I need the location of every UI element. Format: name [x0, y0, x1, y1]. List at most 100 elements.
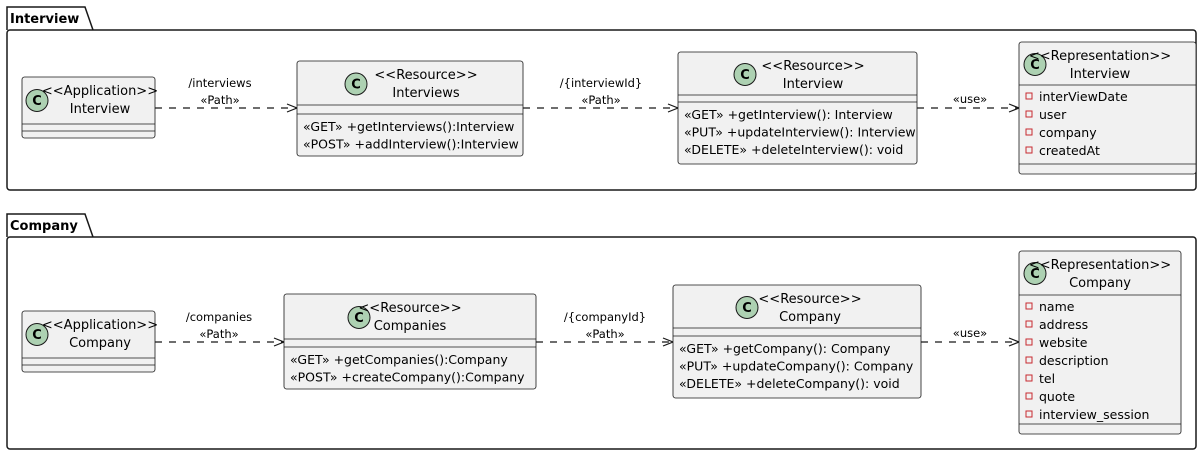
class-method: «POST» +createCompany():Company [290, 370, 525, 385]
package-frame [6, 29, 1197, 191]
dependency-edge: /{interviewId} «Path» [523, 76, 678, 108]
class-circle-letter: C [740, 68, 750, 83]
class-circle-letter: C [354, 311, 364, 326]
class-circle-letter: C [351, 78, 361, 93]
private-attribute-icon [1025, 146, 1033, 154]
class-stereotype: <<Resource>> [758, 292, 861, 307]
class-stereotype: <<Application>> [42, 84, 158, 99]
class-box [21, 310, 156, 373]
class-attribute: name [1039, 299, 1075, 314]
class-circle-icon [1023, 53, 1047, 76]
edge-label: /companies [186, 310, 252, 324]
class-res1: C <<Resource>> Interviews «GET» +getIntervi… [296, 60, 524, 157]
edge-stereotype: «use» [953, 92, 987, 106]
class-stereotype: <<Representation>> [1029, 49, 1171, 64]
dependency-edge: /{companyId} «Path» [536, 310, 673, 342]
private-attribute-icon [1025, 338, 1033, 346]
private-attribute-icon [1025, 392, 1033, 400]
class-name: Company [69, 336, 131, 351]
class-stereotype: <<Application>> [42, 318, 158, 333]
private-attribute-icon [1025, 110, 1033, 118]
class-attribute: quote [1039, 389, 1075, 404]
class-attribute: company [1039, 125, 1097, 140]
class-box [672, 284, 922, 399]
class-attribute: user [1039, 107, 1067, 122]
class-res1: C<<Resource>> Companies «GET» +getCompanie… [283, 293, 537, 390]
class-circle-icon [344, 72, 368, 96]
class-rep: C<<Representation>> Interview interViewDat… [1018, 41, 1197, 175]
edge-stereotype: «use» [953, 326, 987, 340]
class-circle-letter: C [32, 94, 42, 109]
class-circle-letter: C [1030, 58, 1040, 73]
class-box [21, 76, 156, 139]
class-attribute: interViewDate [1039, 89, 1128, 104]
class-circle-letter: C [742, 301, 752, 316]
class-circle-letter: C [1030, 267, 1040, 282]
class-name: Interview [1070, 67, 1131, 82]
edge-label: /interviews [188, 76, 251, 90]
class-attribute: address [1039, 317, 1088, 332]
package-tab [6, 213, 94, 238]
package-company: Company/companies «Path» /{companyId} «Path… [6, 213, 1197, 450]
class-circle-letter: C [32, 328, 42, 343]
class-method: «GET» +getInterview(): Interview [684, 107, 893, 122]
package-title: Interview [10, 12, 79, 27]
class-method: «GET» +getInterviews():Interview [303, 119, 514, 134]
class-method: «GET» +getCompanies():Company [290, 352, 508, 367]
private-attribute-icon [1025, 356, 1033, 364]
class-attribute: interview_session [1039, 407, 1149, 422]
class-app: C<<Application>> Company [21, 310, 158, 373]
class-circle-icon [735, 296, 759, 319]
class-method: «DELETE» +deleteInterview(): void [684, 142, 903, 157]
class-attribute: createdAt [1039, 143, 1100, 158]
class-attribute: description [1039, 353, 1109, 368]
class-name: Companies [374, 319, 447, 334]
class-name: Company [1069, 276, 1131, 291]
class-method: «PUT» +updateCompany(): Company [679, 359, 914, 374]
class-name: Company [779, 310, 841, 325]
dependency-edge: «use» [921, 326, 1019, 342]
class-stereotype: <<Resource>> [358, 301, 461, 316]
edge-label: /{interviewId} [560, 76, 642, 90]
class-circle-icon [733, 63, 757, 86]
dependency-edge: «use» [917, 92, 1019, 108]
class-stereotype: <<Representation>> [1029, 258, 1171, 273]
class-attribute: website [1039, 335, 1088, 350]
class-res2: C <<Resource>> Interview «GET» +getIntervie… [677, 51, 918, 165]
class-circle-icon [25, 323, 49, 346]
class-method: «POST» +addInterview():Interview [303, 137, 519, 152]
package-frame [6, 236, 1197, 450]
class-method: «PUT» +updateInterview(): Interview [684, 125, 916, 140]
edge-stereotype: «Path» [585, 327, 624, 341]
class-app: C<<Application>> Interview [21, 76, 158, 139]
package-interview: Interview/interviews«Path»/{interviewId}… [6, 6, 1197, 191]
class-box [1018, 250, 1182, 435]
edge-stereotype: «Path» [581, 93, 620, 107]
class-method: «DELETE» +deleteCompany(): void [679, 376, 900, 391]
class-name: Interview [783, 77, 844, 92]
package-title: Company [10, 219, 78, 234]
class-name: Interviews [392, 86, 459, 101]
class-attribute: tel [1039, 371, 1055, 386]
private-attribute-icon [1025, 302, 1033, 310]
class-rep: C<<Representation>> Company name address web… [1018, 250, 1182, 435]
private-attribute-icon [1025, 374, 1033, 382]
private-attribute-icon [1025, 320, 1033, 328]
dependency-edge: /interviews «Path» [155, 76, 297, 108]
private-attribute-icon [1025, 128, 1033, 136]
private-attribute-icon [1025, 92, 1033, 100]
edge-stereotype: «Path» [200, 93, 239, 107]
private-attribute-icon [1025, 410, 1033, 418]
class-box [1018, 41, 1197, 175]
class-stereotype: <<Resource>> [374, 68, 477, 83]
package-tab [6, 6, 94, 31]
edge-stereotype: «Path» [199, 327, 238, 341]
class-stereotype: <<Resource>> [761, 59, 864, 74]
class-res2: C<<Resource>>Company«GET» +getCompany():… [672, 284, 922, 399]
class-name: Interview [70, 102, 131, 117]
edge-label: /{companyId} [564, 310, 646, 324]
class-circle-icon [347, 306, 371, 329]
class-circle-icon [1023, 262, 1047, 285]
class-circle-icon [25, 89, 49, 112]
